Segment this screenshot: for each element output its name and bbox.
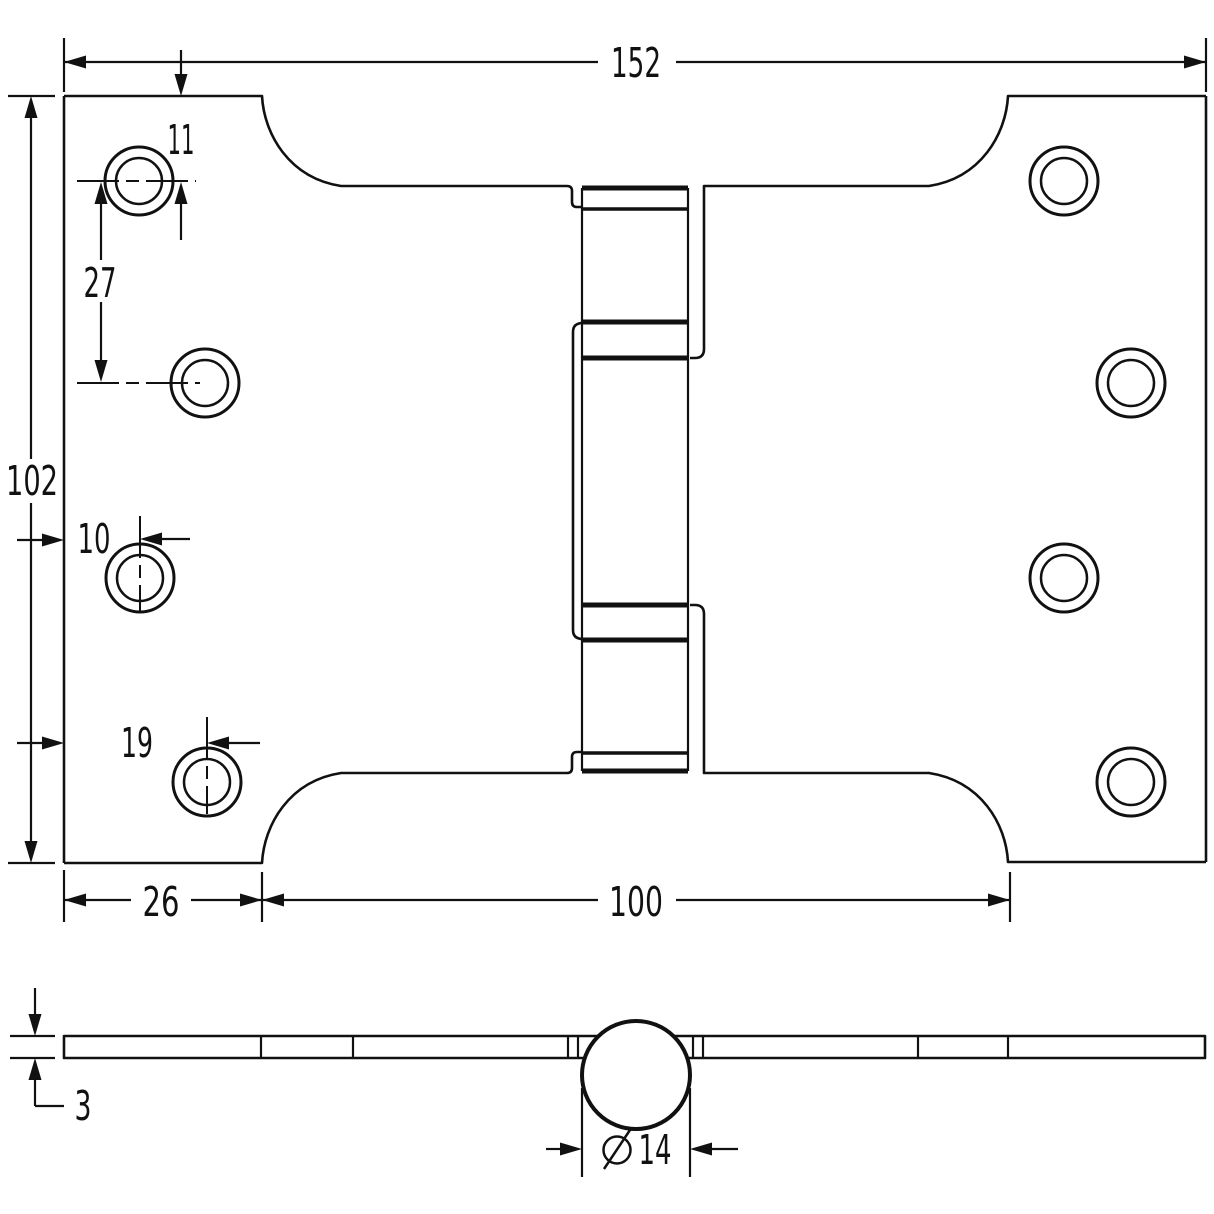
dim-label-hole-edge-offset-upper: 10 — [78, 515, 111, 563]
dimension-hole-pitch: 27 — [84, 182, 117, 382]
dim-label-overall-width: 152 — [611, 39, 661, 87]
right-leaf-outline — [690, 94, 1208, 864]
dimension-cutout-width: 100 — [262, 872, 1012, 926]
dimension-hole-edge-offset-lower: 19 — [17, 719, 260, 767]
dimension-leaf-flat-width: 26 — [62, 870, 264, 926]
dim-label-plate-thickness: 3 — [75, 1082, 92, 1130]
hinge-barrel — [580, 185, 690, 774]
dimension-plate-thickness: 3 — [10, 988, 92, 1130]
dim-label-hole-pitch: 27 — [84, 259, 117, 307]
diameter-symbol — [602, 1129, 632, 1170]
dim-label-knuckle-diameter: 14 — [639, 1126, 672, 1174]
dimension-overall-width: 152 — [62, 38, 1208, 92]
screw-hole-bottom-right — [1095, 746, 1167, 818]
dim-label-hole-edge-offset-lower: 19 — [121, 719, 153, 767]
screw-hole-right-3 — [1028, 542, 1100, 614]
left-leaf-outline — [62, 94, 584, 865]
hole-centerlines — [77, 180, 208, 814]
screw-hole-right-2 — [1095, 347, 1167, 419]
dimension-hole-edge-offset-upper: 10 — [17, 515, 190, 563]
dim-label-cutout-width: 100 — [609, 878, 663, 926]
knuckle-pin-circle — [580, 1019, 692, 1131]
dimension-hole-top-offset: 11 — [168, 50, 195, 240]
side-view: 3 14 — [10, 988, 1207, 1177]
screw-hole-top-right — [1028, 145, 1100, 217]
dim-label-hole-top-offset: 11 — [168, 116, 195, 164]
front-view: 152 11 27 102 — [6, 38, 1208, 926]
dim-label-leaf-flat-width: 26 — [143, 878, 180, 926]
dim-label-overall-height: 102 — [6, 457, 58, 505]
dimension-knuckle-diameter: 14 — [546, 1088, 738, 1177]
dimension-overall-height: 102 — [6, 94, 58, 865]
